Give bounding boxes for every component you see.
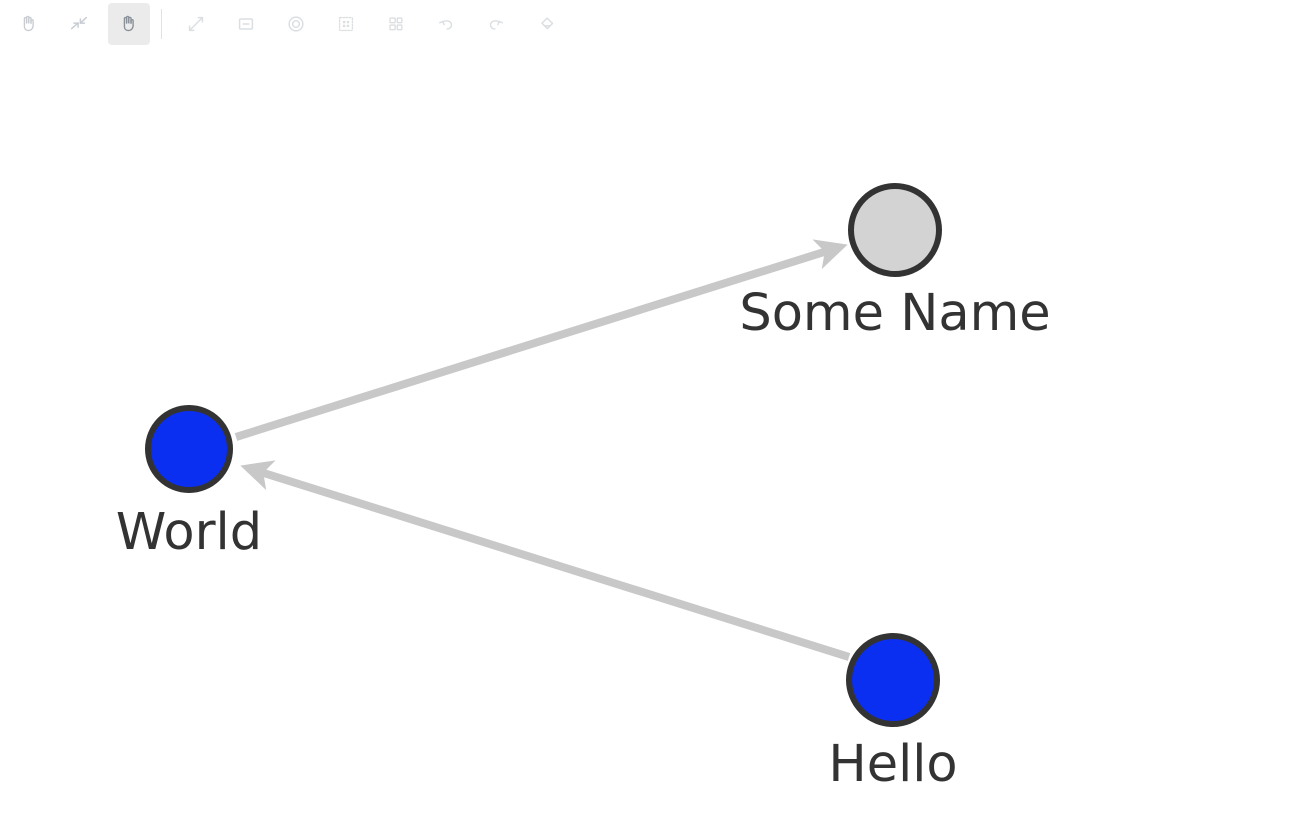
target-icon [285, 13, 307, 35]
expand-arrows-button[interactable] [175, 3, 217, 45]
dotted-grid-button[interactable] [325, 3, 367, 45]
target-button[interactable] [275, 3, 317, 45]
redo-button[interactable] [475, 3, 517, 45]
grab-hand-icon [118, 13, 140, 35]
squares-grid-icon [385, 13, 407, 35]
squares-grid-button[interactable] [375, 3, 417, 45]
node-label-world: World [115, 503, 263, 562]
node-some-name[interactable] [848, 183, 942, 277]
expand-arrows-icon [185, 13, 207, 35]
toolbar [0, 0, 1298, 48]
node-label-some-name: Some Name [739, 284, 1051, 343]
minus-box-button[interactable] [225, 3, 267, 45]
undo-button[interactable] [425, 3, 467, 45]
eraser-icon [535, 13, 557, 35]
node-label-hello: Hello [828, 735, 958, 794]
undo-icon [435, 13, 457, 35]
node-hello[interactable] [846, 633, 940, 727]
edge-hello-to-world[interactable] [240, 460, 851, 661]
dotted-grid-icon [335, 13, 357, 35]
toolbar-separator [161, 9, 162, 39]
redo-icon [485, 13, 507, 35]
edge-world-to-some-name[interactable] [234, 239, 848, 441]
pan-hand-icon [18, 13, 40, 35]
collapse-arrows-button[interactable] [58, 3, 100, 45]
node-world[interactable] [145, 405, 233, 493]
pan-hand-button[interactable] [8, 3, 50, 45]
collapse-arrows-icon [68, 13, 90, 35]
eraser-button[interactable] [525, 3, 567, 45]
grab-hand-button[interactable] [108, 3, 150, 45]
minus-box-icon [235, 13, 257, 35]
